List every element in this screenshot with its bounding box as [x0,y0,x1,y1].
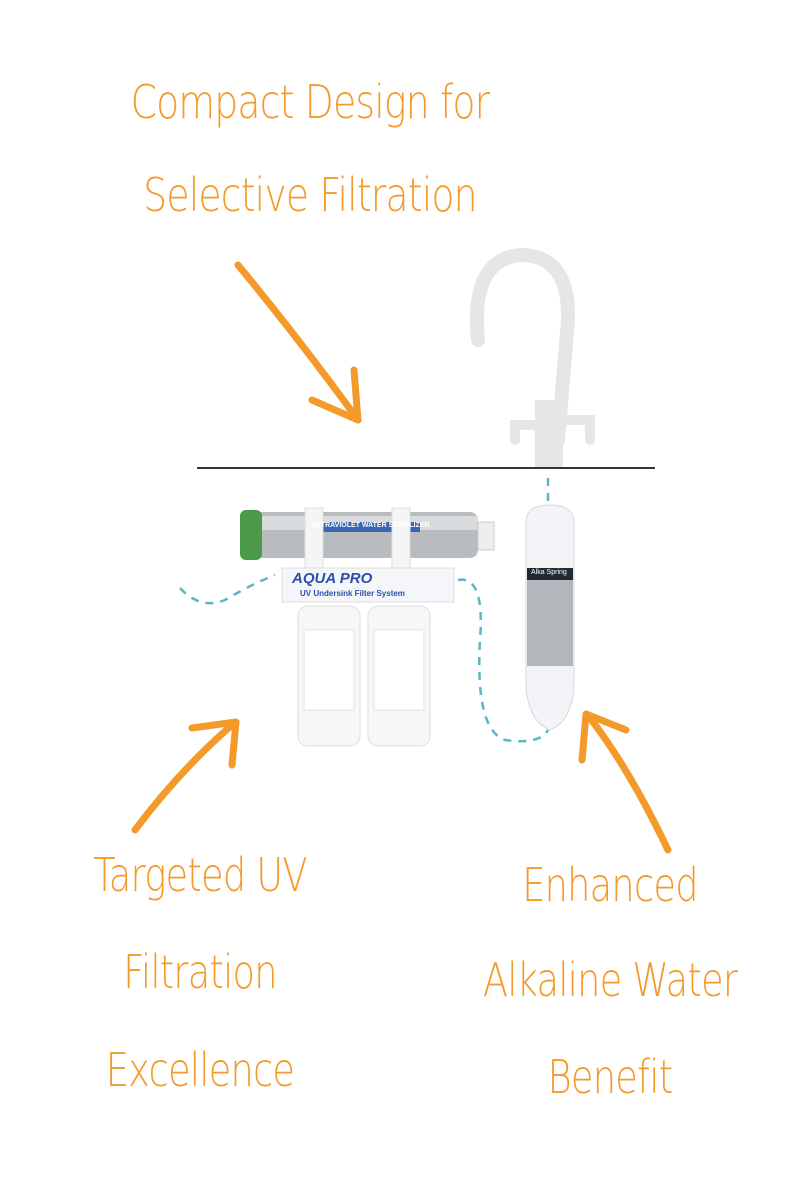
arrow-down-icon [234,261,362,424]
alkaline-filter-cartridge [525,504,575,731]
uv-sterilizer-label: ULTRAVIOLET WATER STERILIZER [312,522,430,529]
headline-line-1: Compact Design for [130,75,491,129]
callout-left-line-3: Excellence [105,1043,295,1097]
callout-left-line-1: Targeted UV [93,848,307,902]
callout-right-line-1: Enhanced [522,858,698,912]
faucet-icon [470,247,595,468]
callout-left-line-2: Filtration [123,945,277,999]
arrow-up-left-icon [578,710,672,854]
callout-right-line-3: Benefit [547,1050,674,1104]
system-name-label: UV Undersink Filter System [300,589,405,598]
brand-logo: AQUA PRO [292,570,373,587]
headline-line-2: Selective Filtration [143,168,477,222]
uv-filter-system [240,507,495,747]
water-pipe-lines [179,478,550,743]
arrow-up-right-icon [131,718,240,834]
callout-right-line-2: Alkaline Water [482,953,738,1007]
alkaline-filter-label: Alka Spring [531,569,567,576]
